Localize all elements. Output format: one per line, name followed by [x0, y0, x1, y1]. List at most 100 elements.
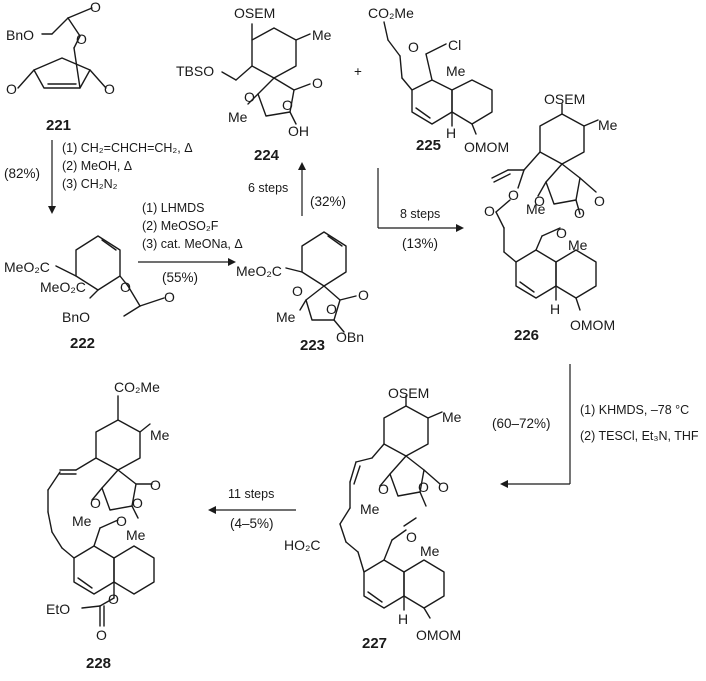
r4-yield: (13%) [402, 236, 438, 251]
compound-224: OSEM Me TBSO O Me O OH O 224 [176, 5, 332, 164]
c226-group-1: Me [598, 117, 618, 133]
c228-group-4: O [132, 495, 143, 511]
c228-group-6: O [116, 513, 127, 529]
c228-group-5: O [150, 477, 161, 493]
c224-group-7: O [312, 75, 323, 91]
r2-condition-1: (2) MeOSO₂F [142, 219, 219, 233]
c224-group-4: Me [228, 109, 248, 125]
arrow-227-228: 11 steps (4–5%) [208, 487, 296, 531]
c226-group-9: Me [568, 237, 588, 253]
c223-group-5: O [358, 287, 369, 303]
c227-group-7: O [406, 529, 417, 545]
c228-group-3: Me [72, 513, 92, 529]
c226-group-11: OMOM [570, 317, 615, 333]
c226-group-3: O [484, 203, 495, 219]
c227-label: 227 [362, 635, 387, 652]
r5-condition-0: (1) KHMDS, –78 °C [580, 403, 689, 417]
c222-group-2: O [120, 279, 131, 295]
c221-label: 221 [46, 117, 71, 134]
c221-group-2: O [76, 31, 87, 47]
arrow-222-223: (1) LHMDS (2) MeOSO₂F (3) cat. MeONa, Δ … [138, 201, 243, 285]
c225-group-3: Me [446, 63, 466, 79]
c228-group-8: EtO [46, 601, 70, 617]
c226-group-8: O [556, 225, 567, 241]
compound-223: MeO₂C O Me O OBn O 223 [236, 231, 369, 354]
r2-condition-0: (1) LHMDS [142, 201, 205, 215]
compound-222: MeO₂C MeO₂C O O BnO 222 [4, 235, 175, 352]
c223-group-3: O [326, 301, 337, 317]
c225-group-2: Cl [448, 37, 461, 53]
c227-group-8: Me [420, 543, 440, 559]
c227-group-5: O [438, 479, 449, 495]
compound-221: BnO O O O O 221 [6, 0, 115, 134]
c228-group-2: O [90, 495, 101, 511]
arrow-225-226: 8 steps (13%) [377, 168, 464, 251]
c223-group-4: OBn [336, 329, 364, 345]
c227-group-4: O [418, 479, 429, 495]
c228-group-9: O [108, 591, 119, 607]
c222-group-0: MeO₂C [4, 259, 50, 275]
r1-condition-1: (2) MeOH, Δ [62, 159, 132, 173]
compound-225: CO₂Me O Cl Me H OMOM 225 [368, 5, 509, 155]
c223-group-1: O [292, 283, 303, 299]
compound-227: OSEM Me O Me O O HO₂C O Me H OMOM 227 [284, 385, 462, 652]
c226-group-5: O [574, 205, 585, 221]
c226-group-2: O [508, 187, 519, 203]
c224-group-5: O [282, 97, 293, 113]
r6-yield: (4–5%) [230, 516, 274, 531]
c227-group-10: OMOM [416, 627, 461, 643]
c228-group-10: O [96, 627, 107, 643]
c221-group-1: O [90, 0, 101, 15]
r5-condition-1: (2) TESCl, Et₃N, THF [580, 429, 699, 443]
c225-group-4: H [446, 125, 456, 141]
c228-group-1: Me [150, 427, 170, 443]
c225-group-5: OMOM [464, 139, 509, 155]
r6-condition-0: 11 steps [228, 487, 274, 501]
c222-label: 222 [70, 335, 95, 352]
c224-group-0: OSEM [234, 5, 275, 21]
c224-group-6: OH [288, 123, 309, 139]
compound-228: CO₂Me Me O Me O O O Me EtO O O 228 [46, 379, 170, 672]
c224-label: 224 [254, 147, 280, 164]
r1-condition-2: (3) CH₂N₂ [62, 177, 118, 191]
arrow-223-224: 6 steps (32%) [248, 162, 346, 216]
c222-group-4: BnO [62, 309, 90, 325]
c221-group-3: O [6, 81, 17, 97]
r4-condition-0: 8 steps [400, 207, 440, 221]
c227-group-9: H [398, 611, 408, 627]
r3-yield: (32%) [310, 194, 346, 209]
c226-group-4: O [534, 193, 545, 209]
c226-group-10: H [550, 301, 560, 317]
r1-condition-0: (1) CH₂=CHCH=CH₂, Δ [62, 141, 193, 155]
plus-sign: + [354, 64, 362, 79]
c225-group-1: O [408, 39, 419, 55]
c227-group-6: HO₂C [284, 537, 321, 553]
c221-group-4: O [104, 81, 115, 97]
c226-group-7: Me [526, 201, 546, 217]
c225-label: 225 [416, 137, 441, 154]
r5-yield: (60–72%) [492, 416, 551, 431]
c228-label: 228 [86, 655, 111, 672]
c228-group-0: CO₂Me [114, 379, 160, 395]
c224-group-3: O [244, 89, 255, 105]
c223-group-0: MeO₂C [236, 263, 282, 279]
c221-group-0: BnO [6, 27, 34, 43]
c223-group-2: Me [276, 309, 296, 325]
r3-condition-0: 6 steps [248, 181, 288, 195]
c227-group-3: Me [360, 501, 380, 517]
r2-condition-2: (3) cat. MeONa, Δ [142, 237, 243, 251]
arrow-226-227: (1) KHMDS, –78 °C (2) TESCl, Et₃N, THF (… [492, 364, 699, 488]
c226-group-6: O [594, 193, 605, 209]
arrow-221-222: (1) CH₂=CHCH=CH₂, Δ (2) MeOH, Δ (3) CH₂N… [4, 140, 193, 214]
r2-yield: (55%) [162, 270, 198, 285]
c225-group-0: CO₂Me [368, 5, 414, 21]
c222-group-3: O [164, 289, 175, 305]
r1-yield: (82%) [4, 166, 40, 181]
c226-label: 226 [514, 327, 539, 344]
c222-group-1: MeO₂C [40, 279, 86, 295]
c226-group-0: OSEM [544, 91, 585, 107]
c223-label: 223 [300, 337, 325, 354]
c224-group-1: Me [312, 27, 332, 43]
